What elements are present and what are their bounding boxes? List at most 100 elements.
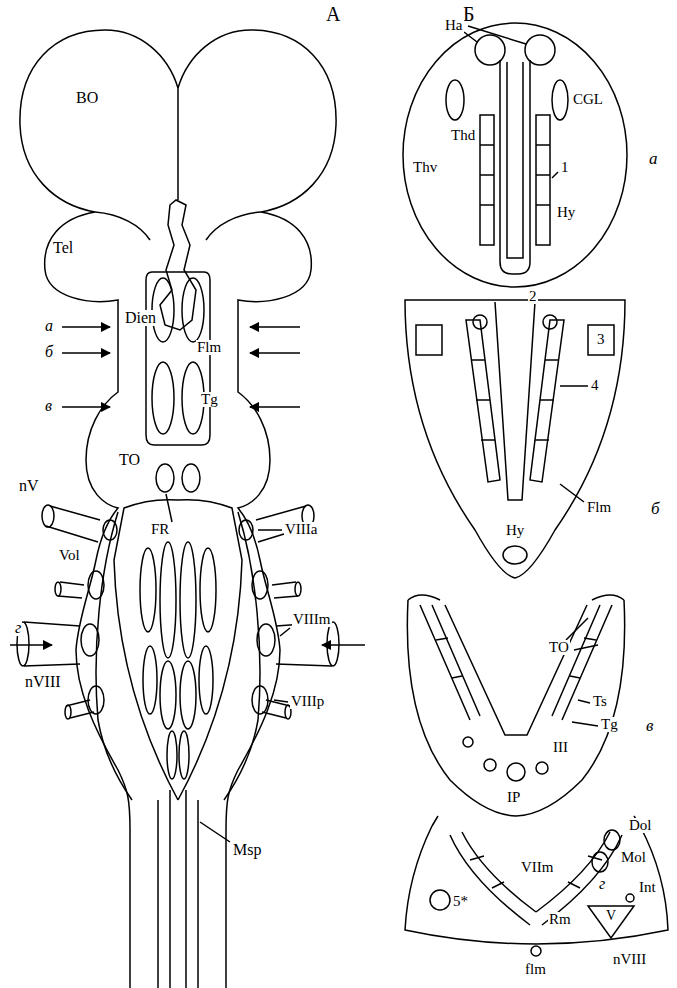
structure-label: Rm <box>548 912 572 927</box>
structure-label: TO <box>118 452 141 468</box>
panel-a-outline-part <box>178 30 339 988</box>
panel-a-outline-part <box>62 352 110 354</box>
section-d-part <box>531 946 541 956</box>
nerve-label: nV <box>18 478 40 494</box>
section-d-part <box>450 832 536 925</box>
structure-label: Flm <box>196 340 222 355</box>
section-c <box>407 595 624 816</box>
section-d-part <box>430 890 450 910</box>
structure-label: Msp <box>232 842 262 858</box>
panel-a-outline-part <box>322 644 365 646</box>
section-b-part <box>530 315 614 482</box>
structure-label: Tg <box>200 392 219 407</box>
structure-label: CGL <box>572 92 604 107</box>
section-letter: б <box>650 500 661 517</box>
structure-label: Tg <box>600 717 619 732</box>
structure-label: Tel <box>52 240 74 256</box>
callout-number: 4 <box>590 378 600 393</box>
section-b-part <box>503 546 527 564</box>
section-c-part <box>507 763 525 781</box>
panel-a-outline-part <box>17 30 178 988</box>
section-b-part <box>560 386 588 502</box>
section-b-part <box>416 315 500 482</box>
section-d-part <box>604 830 620 850</box>
section-a-part <box>500 60 530 274</box>
section-c-part <box>536 762 548 774</box>
panel-a-outline <box>10 30 365 988</box>
structure-label: Flm <box>586 500 612 515</box>
callout-number: 5* <box>452 894 469 909</box>
structure-label: Int <box>638 880 657 895</box>
section-c-part <box>445 605 587 735</box>
panel-a-outline-part <box>166 494 290 842</box>
panel-letter: A <box>325 4 341 24</box>
section-letter: в <box>44 398 53 414</box>
structure-label: VIIIa <box>284 522 318 537</box>
section-a-part <box>552 172 558 178</box>
section-letter: б <box>44 344 54 360</box>
section-d-part <box>592 852 608 872</box>
callout-number: 3 <box>596 332 606 347</box>
structure-label: Vol <box>58 548 81 563</box>
section-b-part <box>495 302 535 500</box>
callout-number: 2 <box>528 289 538 304</box>
section-a-part <box>446 80 464 120</box>
structure-label: Thv <box>412 160 438 175</box>
section-letter: а <box>44 318 54 334</box>
structure-label: Ts <box>592 694 608 709</box>
structure-label: Hy <box>505 523 525 538</box>
structure-label: flm <box>524 962 547 977</box>
section-letter: в <box>645 717 654 734</box>
structure-label: VIIIp <box>290 694 325 709</box>
callout-number: 1 <box>560 160 570 175</box>
nerve-label: V <box>605 909 617 923</box>
section-a-part <box>403 23 627 287</box>
structure-label: TO <box>548 640 570 655</box>
panel-a-outline-part <box>10 644 52 646</box>
panel-a-outline-part <box>250 326 300 328</box>
section-a-part <box>464 26 526 44</box>
structure-label: Dol <box>628 818 653 833</box>
section-d-part <box>432 816 640 826</box>
section-b <box>405 300 625 578</box>
section-c-part <box>566 618 598 726</box>
panel-a-outline-part <box>62 406 110 408</box>
section-d-part <box>405 826 668 944</box>
section-b-part <box>405 300 625 578</box>
section-c-part <box>408 595 480 720</box>
nerve-label: nVIII <box>24 674 62 690</box>
panel-a-outline-part <box>250 406 300 408</box>
nerve-label: nVIII <box>612 952 647 967</box>
structure-label: VIIIm <box>292 612 332 627</box>
panel-letter: Б <box>462 4 475 24</box>
structure-label: Thd <box>450 128 476 143</box>
structure-label: Dien <box>124 310 157 326</box>
section-a <box>403 23 627 287</box>
structure-label: Mol <box>620 850 647 865</box>
section-c-part <box>552 595 624 720</box>
section-c-part <box>484 759 496 771</box>
section-letter: г <box>598 876 606 892</box>
section-letter: г <box>14 620 22 636</box>
structure-label: FR <box>150 522 170 537</box>
section-d-part <box>626 894 634 902</box>
section-a-part <box>480 115 494 245</box>
panel-a-outline-part <box>160 88 196 330</box>
section-letter: а <box>648 150 659 167</box>
section-d-part <box>588 906 634 938</box>
section-c-part <box>407 600 624 816</box>
section-d <box>405 816 668 956</box>
structure-label: Ha <box>444 18 464 33</box>
structure-label: BO <box>75 90 99 106</box>
panel-a-outline-part <box>62 326 110 328</box>
section-a-part <box>536 115 550 245</box>
structure-label: III <box>552 740 569 755</box>
section-a-part <box>552 80 568 120</box>
panel-a-outline-part <box>250 352 300 354</box>
structure-label: IP <box>506 790 521 805</box>
structure-label: VIIm <box>520 860 555 875</box>
structure-label: Hy <box>556 205 576 220</box>
section-c-part <box>463 737 473 747</box>
